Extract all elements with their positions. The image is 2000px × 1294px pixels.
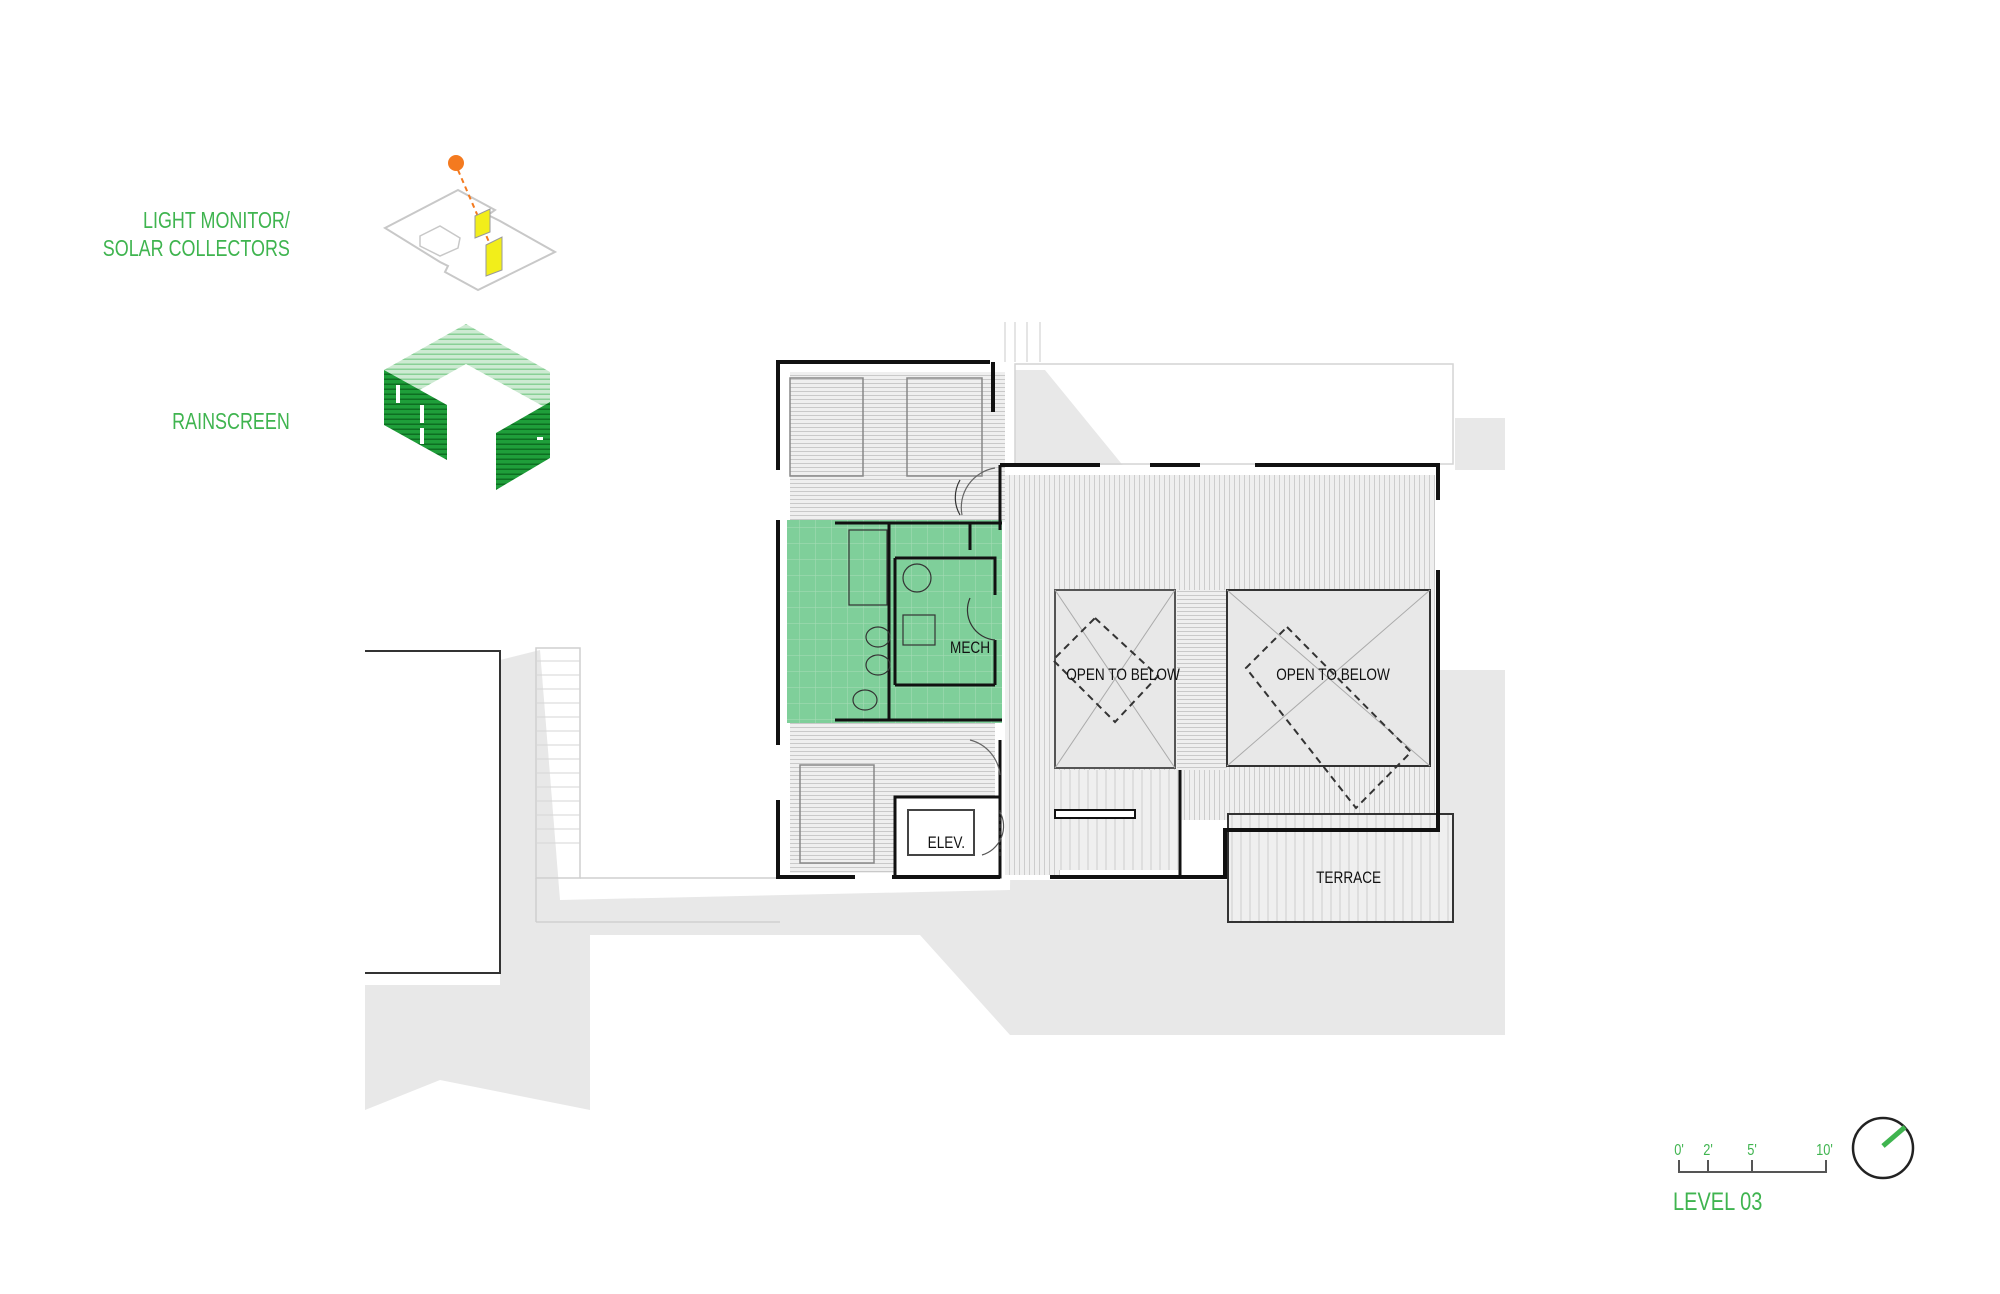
exterior-stair xyxy=(535,647,780,923)
room-label-open-to-below-right: OPEN TO BELOW xyxy=(1276,665,1390,684)
stair-floor xyxy=(1058,770,1178,870)
scale-tick-5: 5' xyxy=(1747,1142,1757,1159)
legend-label-line1: RAINSCREEN xyxy=(172,408,290,434)
legend-label-line2: SOLAR COLLECTORS xyxy=(102,235,290,261)
legend-label-line1: LIGHT MONITOR/ xyxy=(143,207,290,233)
hall-floor xyxy=(1005,475,1060,875)
room-label-terrace: TERRACE xyxy=(1316,868,1382,887)
neighbor-building xyxy=(365,650,501,974)
scale-tick-2: 2' xyxy=(1703,1142,1713,1159)
bedroom-1-floor xyxy=(790,372,1005,522)
room-label-elevator: ELEV. xyxy=(927,833,965,852)
level-title: LEVEL 03 xyxy=(1673,1188,1763,1216)
legend-label-rainscreen: RAINSCREEN xyxy=(172,407,290,435)
scale-tick-0: 0' xyxy=(1674,1142,1684,1159)
shadow xyxy=(365,370,1505,1110)
scale-tick-10: 10' xyxy=(1816,1142,1833,1159)
exterior-walls xyxy=(776,360,1440,879)
room-label-open-to-below-left: OPEN TO BELOW xyxy=(1066,665,1180,684)
legend-label-light-monitor: LIGHT MONITOR/ SOLAR COLLECTORS xyxy=(103,206,290,262)
room-label-mech: MECH xyxy=(950,638,991,657)
